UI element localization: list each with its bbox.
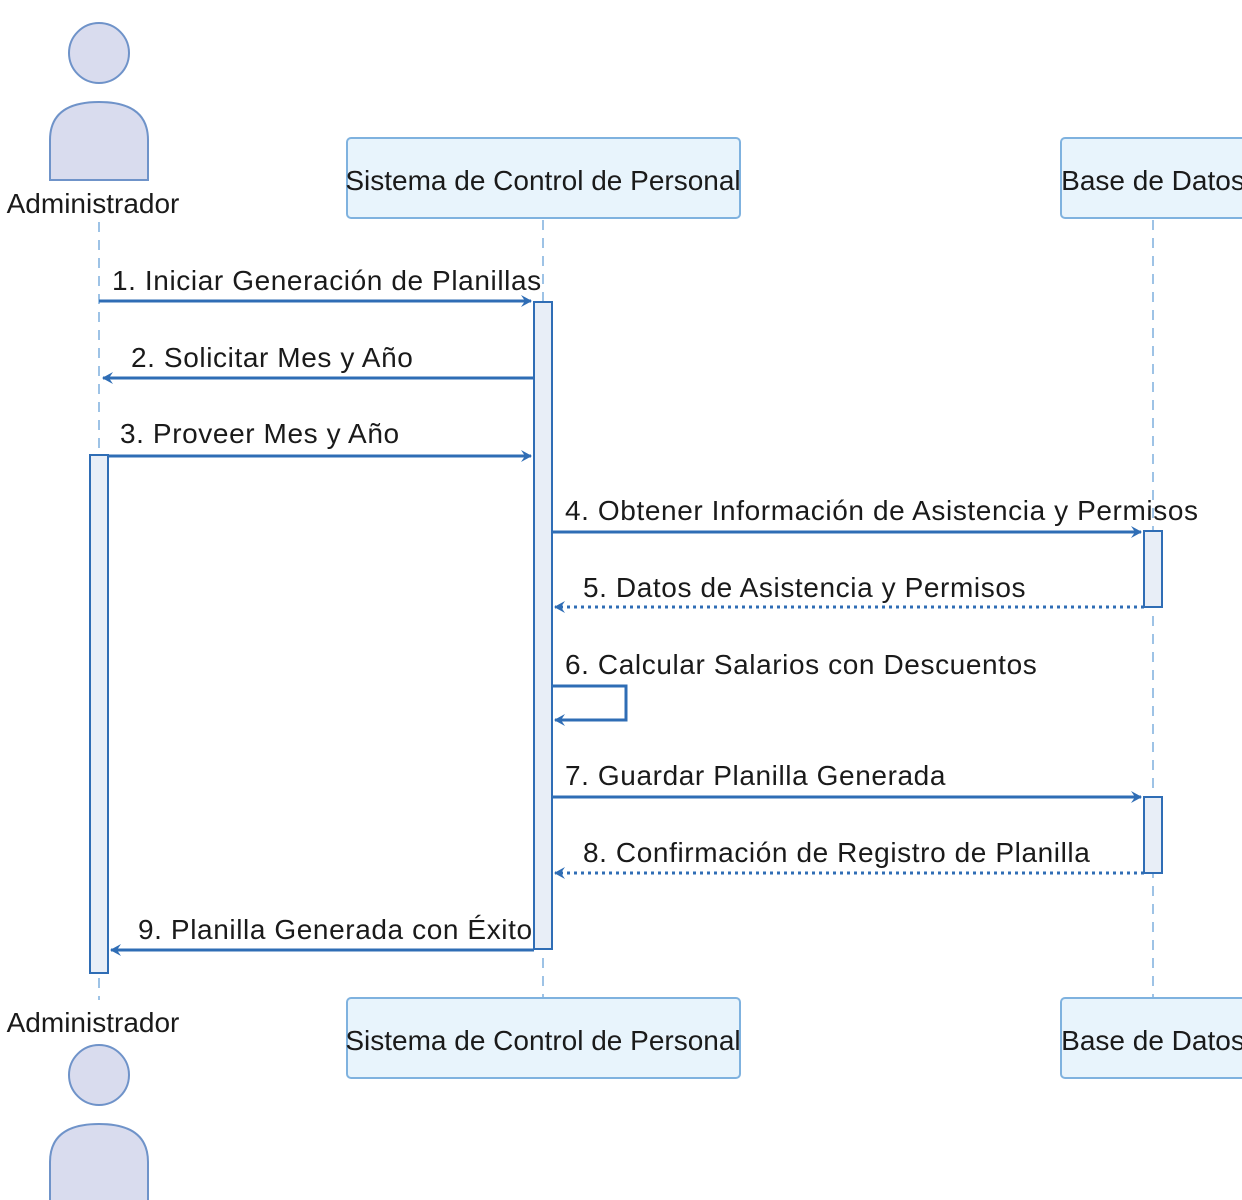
message-9-label: 9. Planilla Generada con Éxito [138,914,533,945]
message-8: 8. Confirmación de Registro de Planilla [554,837,1144,879]
actor-body [49,100,149,181]
message-7-label: 7. Guardar Planilla Generada [565,760,946,791]
message-3-label: 3. Proveer Mes y Año [120,418,400,449]
actor-head [68,1044,130,1106]
message-2-label: 2. Solicitar Mes y Año [131,342,413,373]
participant-db-bottom: Base de Datos [1060,997,1242,1079]
actor-label-bottom: Administrador [7,1007,180,1038]
actor-head [68,22,130,84]
message-4: 4. Obtener Información de Asistencia y P… [552,495,1199,538]
participant-db-label: Base de Datos [1061,165,1242,196]
message-1-label: 1. Iniciar Generación de Planillas [112,265,542,296]
message-8-label: 8. Confirmación de Registro de Planilla [583,837,1090,868]
message-5-label: 5. Datos de Asistencia y Permisos [583,572,1026,603]
activation-db-2 [1143,796,1163,874]
message-7: 7. Guardar Planilla Generada [552,760,1142,803]
message-6-label: 6. Calcular Salarios con Descuentos [565,649,1037,680]
actor-body [49,1122,149,1200]
participant-system-label-bottom: Sistema de Control de Personal [345,1025,740,1056]
message-5: 5. Datos de Asistencia y Permisos [554,572,1144,613]
actor-label-top: Administrador [7,188,180,219]
activation-system [533,301,553,950]
message-2: 2. Solicitar Mes y Año [102,342,534,384]
actor-admin-top: Administrador [7,22,180,219]
activation-admin [89,454,109,974]
participant-db-top: Base de Datos [1060,137,1242,219]
participant-system-top: Sistema de Control de Personal [345,137,741,219]
participant-system-label: Sistema de Control de Personal [345,165,740,196]
message-1: 1. Iniciar Generación de Planillas [99,265,542,307]
participant-system-bottom: Sistema de Control de Personal [345,997,741,1079]
message-3: 3. Proveer Mes y Año [108,418,532,462]
message-6: 6. Calcular Salarios con Descuentos [552,649,1037,726]
participant-db-label-bottom: Base de Datos [1061,1025,1242,1056]
activation-db-1 [1143,530,1163,608]
actor-admin-bottom: Administrador [7,1007,180,1200]
message-9: 9. Planilla Generada con Éxito [110,914,534,956]
message-4-label: 4. Obtener Información de Asistencia y P… [565,495,1199,526]
